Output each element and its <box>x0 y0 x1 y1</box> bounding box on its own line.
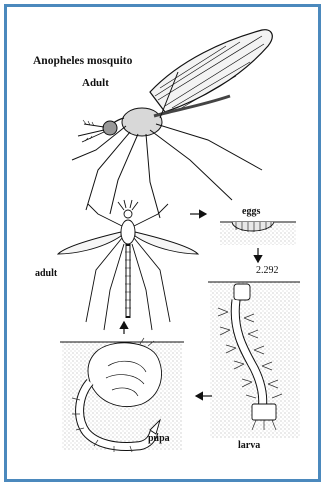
diagram-subtitle: Adult <box>82 77 109 89</box>
label-pupa: pupa <box>148 433 170 444</box>
label-adult: adult <box>35 268 57 279</box>
label-larva: larva <box>238 440 260 451</box>
adult-top-view-illustration <box>58 200 198 330</box>
label-eggs: eggs <box>242 206 260 217</box>
diagram-title: Anopheles mosquito <box>33 55 132 67</box>
larva-illustration <box>208 282 300 438</box>
eggs-illustration <box>220 222 296 245</box>
label-figure-number: 2.292 <box>256 265 279 276</box>
